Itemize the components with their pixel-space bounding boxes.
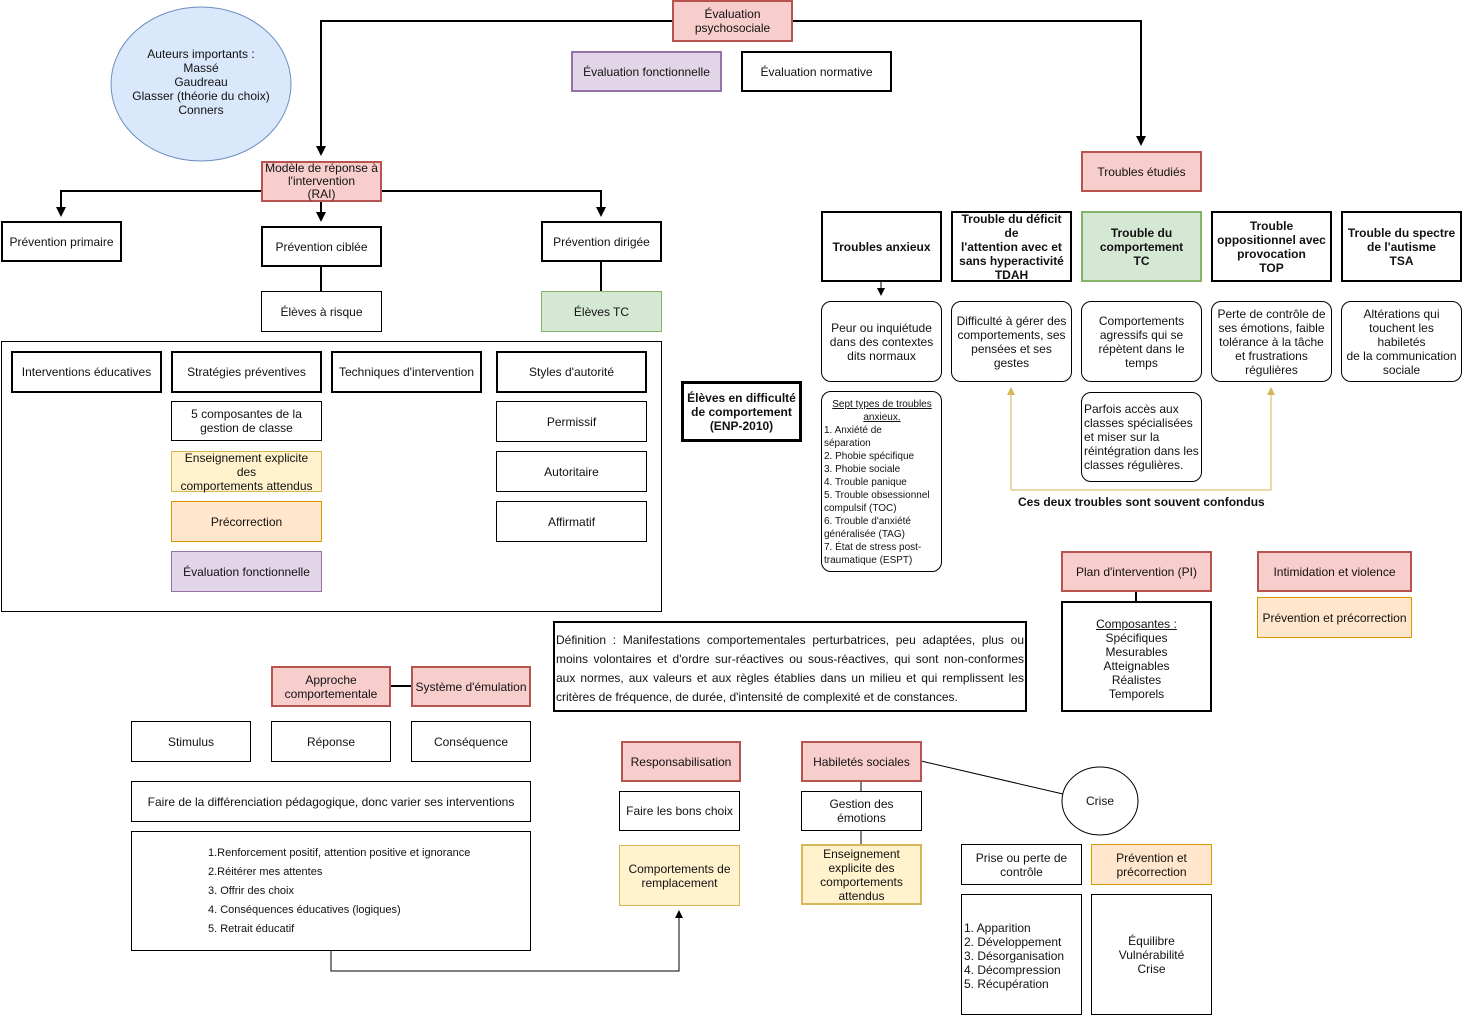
crise-phase-item: 4. Décompression <box>964 963 1061 977</box>
sept-types-item: 7. État de stress post- <box>824 542 922 553</box>
intimidation-box: Intimidation et violence <box>1257 551 1412 592</box>
authors-line: Conners <box>178 103 224 117</box>
pi-composantes-box: Composantes : Spécifiques Mesurables Att… <box>1061 601 1212 712</box>
eleves-tc-box: Élèves TC <box>541 291 662 332</box>
eval-fonctionnelle-top-box: Évaluation fonctionnelle <box>571 51 722 92</box>
sept-types-item: 4. Trouble panique <box>824 477 907 488</box>
authors-ellipse <box>110 6 292 162</box>
tdah-desc-box: Difficulté à gérer des comportements, se… <box>951 301 1072 382</box>
interventions-educatives-box: Interventions éducatives <box>11 351 162 393</box>
eval-fonctionnelle-panel-box: Évaluation fonctionnelle <box>171 551 322 592</box>
tdah-box: Trouble du déficit de l'attention avec e… <box>951 211 1072 282</box>
comportements-remplacement-box: Comportements de remplacement <box>619 845 740 906</box>
pi-composantes-title: Composantes : <box>1096 617 1177 631</box>
consequence-box: Conséquence <box>411 721 531 762</box>
anxieux-desc-box: Peur ou inquiétude dans des contextes di… <box>821 301 942 382</box>
pi-item: Atteignables <box>1103 659 1170 673</box>
crise-phase-item: 3. Désorganisation <box>964 949 1065 963</box>
eleves-risque-box: Élèves à risque <box>261 291 382 332</box>
crise-label: Crise <box>1086 794 1115 808</box>
eval-normative-box: Évaluation normative <box>741 51 892 92</box>
styles-autorite-box: Styles d'autorité <box>496 351 647 393</box>
pi-item: Temporels <box>1108 687 1165 701</box>
tc-box: Trouble du comportement TC <box>1081 211 1202 282</box>
authors-text: Auteurs importants : Massé Gaudreau Glas… <box>111 47 291 117</box>
prevention-dirigee-box: Prévention dirigée <box>541 221 662 262</box>
sept-types-item: 3. Phobie sociale <box>824 464 901 475</box>
sept-types-item: traumatique (ESPT) <box>824 555 913 566</box>
prevention-primaire-box: Prévention primaire <box>1 221 122 262</box>
interventions-list-item: 2.Réitérer mes attentes <box>208 866 323 878</box>
bons-choix-box: Faire les bons choix <box>619 791 740 831</box>
pi-item: Réalistes <box>1111 673 1162 687</box>
troubles-etudies-box: Troubles étudiés <box>1081 151 1202 192</box>
authors-line: Massé <box>183 61 219 75</box>
techniques-intervention-box: Techniques d'intervention <box>331 351 482 393</box>
interventions-list-item: 5. Retrait éducatif <box>208 923 295 935</box>
stimulus-box: Stimulus <box>131 721 251 762</box>
tsa-box: Trouble du spectre de l'autisme TSA <box>1341 211 1462 282</box>
crise-phase-item: 5. Récupération <box>964 977 1049 991</box>
precorrection-box: Précorrection <box>171 501 322 542</box>
eleves-difficulte-box: Élèves en difficulté de comportement (EN… <box>681 381 802 442</box>
interventions-list-box: 1.Renforcement positif, attention positi… <box>131 831 531 951</box>
habiletes-sociales-box: Habiletés sociales <box>801 741 922 782</box>
sept-types-item: compulsif (TOC) <box>824 503 897 514</box>
crise-phase-item: 2. Développement <box>964 935 1062 949</box>
autoritaire-box: Autoritaire <box>496 451 647 492</box>
tc-desc-box: Comportements agressifs qui se répètent … <box>1081 301 1202 382</box>
tc-extra-box: Parfois accès aux classes spécialisées e… <box>1081 392 1202 482</box>
enseignement-explicite-box: Enseignement explicite des comportements… <box>171 451 322 493</box>
eval-psychosociale-box: Évaluation psychosociale <box>672 0 793 42</box>
sept-types-item: 2. Phobie spécifique <box>824 451 915 462</box>
troubles-anxieux-box: Troubles anxieux <box>821 211 942 282</box>
responsabilisation-box: Responsabilisation <box>621 741 741 782</box>
reponse-box: Réponse <box>271 721 391 762</box>
approche-comportementale-box: Approche comportementale <box>271 666 391 707</box>
strategies-preventives-box: Stratégies préventives <box>171 351 322 393</box>
composantes-gestion-box: 5 composantes de la gestion de classe <box>171 401 322 441</box>
sept-types-item: 6. Trouble d'anxiété <box>824 516 911 527</box>
pi-item: Mesurables <box>1105 645 1168 659</box>
sept-types-item: séparation <box>824 438 871 449</box>
habiletes-enseignement-box: Enseignement explicite des comportements… <box>801 844 922 905</box>
top-desc-box: Perte de contrôle de ses émotions, faibl… <box>1211 301 1332 382</box>
sept-types-item: généralisée (TAG) <box>824 529 905 540</box>
crise-ellipse <box>1061 766 1139 836</box>
authors-line: Auteurs importants : <box>147 47 255 61</box>
affirmatif-box: Affirmatif <box>496 501 647 542</box>
authors-line: Gaudreau <box>174 75 228 89</box>
crise-prevention-box: Prévention et précorrection <box>1091 844 1212 885</box>
sept-types-box: Sept types de troubles anxieux. 1. Anxié… <box>821 391 942 572</box>
permissif-box: Permissif <box>496 401 647 442</box>
sept-types-title: Sept types de troubles anxieux. <box>832 399 932 423</box>
crise-phases-box: 1. Apparition 2. Développement 3. Désorg… <box>961 894 1082 1015</box>
prevention-ciblee-box: Prévention ciblée <box>261 226 382 267</box>
authors-line: Glasser (théorie du choix) <box>132 89 270 103</box>
crise-phase-item: 1. Apparition <box>964 921 1031 935</box>
sept-types-item: 5. Trouble obsessionnel <box>824 490 930 501</box>
interventions-list-item: 1.Renforcement positif, attention positi… <box>208 847 471 859</box>
prise-controle-box: Prise ou perte de contrôle <box>961 844 1082 885</box>
pi-item: Spécifiques <box>1105 631 1168 645</box>
definition-box: Définition : Manifestations comportement… <box>553 621 1027 712</box>
sept-types-item: 1. Anxiété de <box>824 425 882 436</box>
differenciation-box: Faire de la différenciation pédagogique,… <box>131 781 531 822</box>
top-box: Trouble oppositionnel avec provocation T… <box>1211 211 1332 282</box>
rai-box: Modèle de réponse à l'intervention (RAI) <box>261 161 382 202</box>
intimidation-prevention-box: Prévention et précorrection <box>1257 597 1412 638</box>
interventions-list-item: 3. Offrir des choix <box>208 885 294 897</box>
confondus-label: Ces deux troubles sont souvent confondus <box>1018 495 1265 509</box>
interventions-list-item: 4. Conséquences éducatives (logiques) <box>208 904 401 916</box>
equilibre-box: Équilibre Vulnérabilité Crise <box>1091 894 1212 1015</box>
tsa-desc-box: Altérations qui touchent les habiletés d… <box>1341 301 1462 382</box>
plan-intervention-box: Plan d'intervention (PI) <box>1061 551 1212 592</box>
gestion-emotions-box: Gestion des émotions <box>801 791 922 831</box>
systeme-emulation-box: Système d'émulation <box>411 666 531 707</box>
